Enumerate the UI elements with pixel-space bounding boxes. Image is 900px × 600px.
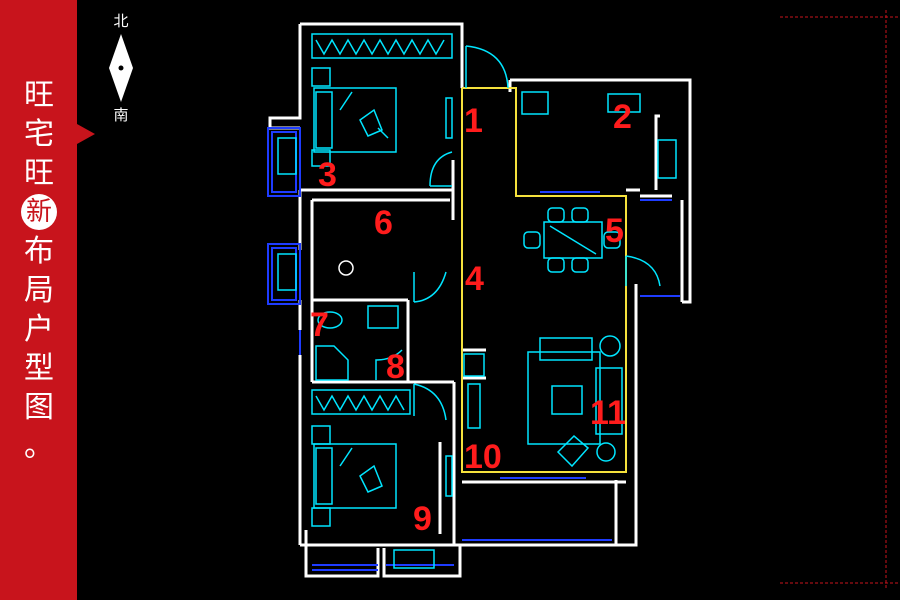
room-number-4: 4 [465, 260, 484, 298]
room-number-3: 3 [318, 156, 337, 194]
title-char: 图 [24, 390, 54, 425]
title-char: 。 [24, 429, 54, 464]
title-char-highlighted: 新 [21, 194, 57, 230]
title-char: 户 [24, 312, 54, 347]
room-number-6: 6 [374, 204, 393, 242]
doors [413, 45, 661, 421]
title-char: 宅 [24, 117, 54, 152]
windows [267, 127, 680, 571]
room-number-10: 10 [464, 438, 502, 476]
compass-needle-icon [109, 34, 133, 102]
room-number-2: 2 [613, 98, 632, 136]
room-number-1: 1 [464, 102, 483, 140]
title-char: 旺 [24, 78, 54, 113]
compass-south-label: 南 [113, 106, 129, 124]
walls [268, 22, 692, 578]
sidebar-pointer-arrow [77, 124, 95, 144]
zone-outlines [461, 87, 627, 473]
title-char: 局 [24, 273, 54, 308]
compass-north-label: 北 [113, 12, 129, 30]
title-char: 布 [24, 234, 54, 269]
room-number-11: 11 [590, 394, 626, 432]
vertical-title: 旺 宅 旺 新 布 局 户 型 图 。 [17, 76, 61, 466]
room-number-8: 8 [386, 348, 405, 386]
room-number-7: 7 [310, 306, 329, 344]
room-numbers: 1 2 3 4 5 6 7 8 9 10 11 [310, 98, 632, 538]
room-number-5: 5 [605, 212, 624, 250]
compass: 北 南 [98, 8, 144, 128]
room-number-9: 9 [413, 500, 432, 538]
title-char: 型 [24, 351, 54, 386]
title-char: 旺 [24, 156, 54, 191]
furniture [277, 33, 677, 569]
title-sidebar: 旺 宅 旺 新 布 局 户 型 图 。 [0, 0, 77, 600]
